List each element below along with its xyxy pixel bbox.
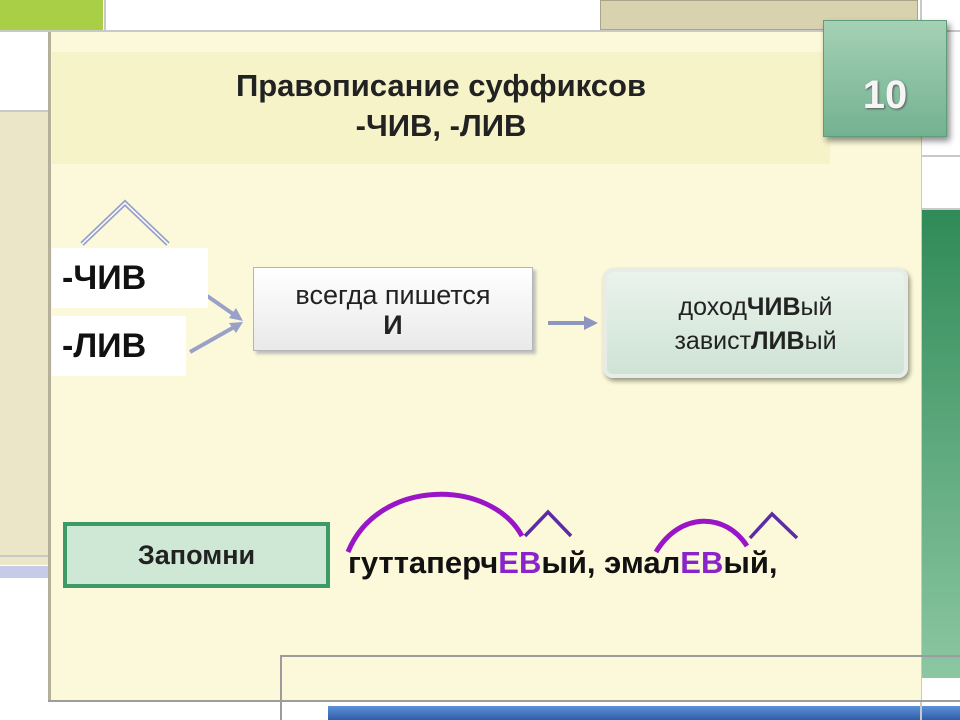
decor-line [0, 110, 48, 112]
decor-line [920, 155, 960, 157]
decor-line [920, 208, 960, 210]
title-line-1: Правописание суффиксов [235, 68, 647, 103]
stem-arc-icon [653, 518, 750, 554]
remember-words: гуттаперчЕВый, эмалЕВый, [348, 545, 778, 581]
decor-line [280, 655, 960, 657]
suffix-chiv: -ЧИВ [52, 248, 208, 308]
suffix-roof-icon [523, 509, 573, 538]
suffix-chiv-label: -ЧИВ [62, 259, 147, 297]
example-ending: ый [804, 327, 837, 355]
example-ending: ый [800, 293, 833, 321]
exception-ending: ый, [723, 545, 778, 580]
suffix-liv-label: -ЛИВ [62, 327, 147, 365]
stem-arc-icon [345, 491, 525, 553]
remember-label: Запомни [137, 540, 256, 570]
exception-stem: гуттаперч [348, 545, 499, 580]
arrow-icon [548, 316, 598, 330]
decor-line [920, 0, 922, 720]
decor-left-lavender [0, 566, 48, 578]
decor-right-green-strip [920, 208, 960, 678]
rule-box: всегда пишется И [253, 267, 533, 351]
title-band [52, 52, 830, 164]
suffix-roof-icon [748, 511, 799, 540]
exception-stem: эмал [604, 545, 681, 580]
decor-green-block [0, 0, 103, 30]
rule-letter: И [383, 310, 403, 340]
slide-number: 10 [862, 73, 908, 117]
slide-number-badge: 10 [823, 20, 947, 137]
example-stem: завист [674, 327, 752, 355]
exception-word: эмалЕВый, [604, 545, 777, 580]
remember-label-box: Запомни [63, 522, 330, 588]
examples-box: доходЧИВый завистЛИВый [603, 268, 908, 378]
decor-line [48, 700, 960, 702]
decor-line [104, 0, 106, 32]
title-line-2: -ЧИВ, -ЛИВ [355, 108, 527, 143]
page-title: Правописание суффиксов -ЧИВ, -ЛИВ [52, 66, 830, 146]
example-suffix: ЛИВ [751, 327, 805, 355]
example-stem: доход [678, 293, 747, 321]
decor-line [0, 555, 48, 557]
arrow-icon [189, 322, 243, 354]
example-word: доходЧИВый [607, 290, 904, 324]
exception-suffix: ЕВ [680, 545, 724, 580]
exception-suffix: ЕВ [498, 545, 542, 580]
example-word: завистЛИВый [607, 324, 904, 358]
rule-text: всегда пишется [295, 280, 491, 310]
decor-line [0, 30, 960, 32]
exception-word: гуттаперчЕВый, [348, 545, 596, 580]
exception-ending: ый, [541, 545, 596, 580]
decor-left-strip [0, 110, 48, 565]
suffix-liv: -ЛИВ [52, 316, 186, 376]
example-suffix: ЧИВ [746, 293, 801, 321]
decor-bottom-blue-strip [328, 706, 960, 720]
decor-line [280, 655, 282, 720]
suffix-roof-icon [80, 199, 170, 246]
